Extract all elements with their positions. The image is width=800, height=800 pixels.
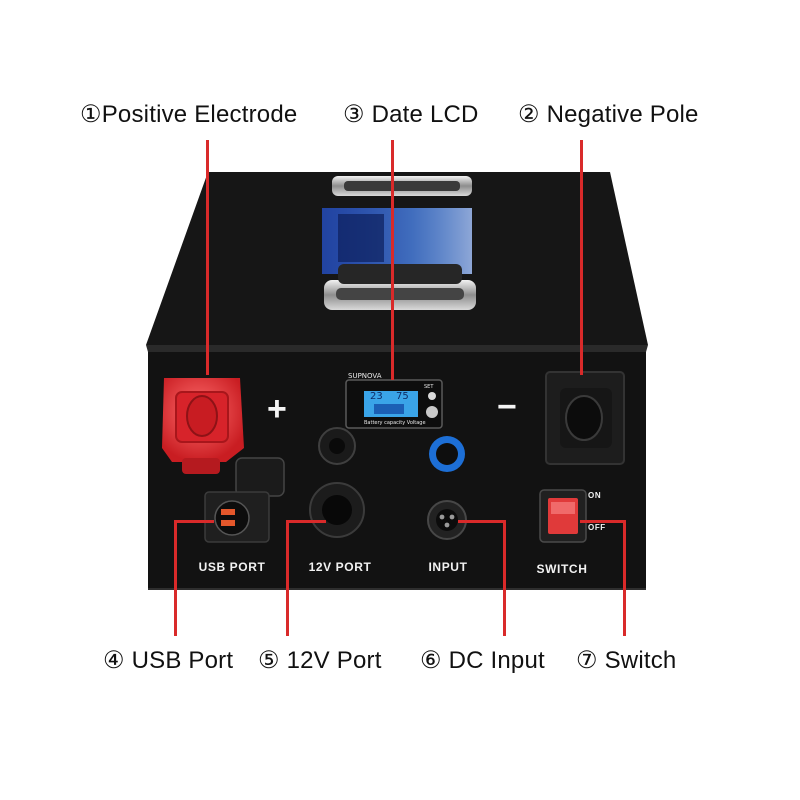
lcd-temperature: 23 — [370, 391, 383, 402]
callout-switch: ⑦ Switch — [576, 647, 677, 674]
leader-usb-h — [174, 520, 214, 523]
rocker-switch — [539, 489, 587, 543]
leader-lines — [174, 140, 626, 636]
plus-symbol: + — [267, 390, 287, 428]
lcd-set-button: SET — [424, 384, 434, 390]
lcd-caption: Battery capacity Voltage — [364, 420, 426, 426]
lcd-module — [345, 379, 443, 429]
usb-socket — [204, 457, 285, 543]
dc-input-connector — [427, 436, 467, 540]
leader-positive — [206, 140, 209, 375]
leader-switch-v — [623, 520, 626, 636]
input-label: INPUT — [428, 560, 468, 574]
negative-terminal — [545, 371, 625, 465]
switch-off-label: OFF — [588, 523, 606, 532]
callout-usb-port: ④ USB Port — [103, 647, 234, 674]
carry-handle-front — [324, 264, 476, 310]
callout-negative-pole: ② Negative Pole — [518, 101, 699, 128]
lcd-percent: 75 — [396, 391, 409, 402]
switch-on-label: ON — [588, 491, 602, 500]
carry-handle-rear — [332, 176, 472, 196]
port-12v-label: 12V PORT — [308, 560, 372, 574]
leader-lcd — [391, 140, 394, 380]
top-label-sticker — [322, 208, 472, 274]
leader-12v-h — [286, 520, 326, 523]
leader-12v-v — [286, 520, 289, 636]
callout-positive-electrode: ①Positive Electrode — [80, 101, 298, 128]
leader-switch-h — [580, 520, 626, 523]
minus-symbol: − — [497, 388, 517, 426]
switch-label: SWITCH — [536, 562, 588, 576]
lcd-brand: SUPNOVA — [348, 372, 382, 380]
positive-terminal — [162, 378, 244, 474]
leader-usb-v — [174, 520, 177, 636]
port-12v-socket — [309, 427, 365, 538]
callout-12v-port: ⑤ 12V Port — [258, 647, 382, 674]
leader-negative — [580, 140, 583, 375]
callout-date-lcd: ③ Date LCD — [343, 101, 479, 128]
usb-port-label: USB PORT — [198, 560, 266, 574]
leader-dc-v — [503, 520, 506, 636]
leader-dc-h — [458, 520, 506, 523]
callout-dc-input: ⑥ DC Input — [420, 647, 545, 674]
